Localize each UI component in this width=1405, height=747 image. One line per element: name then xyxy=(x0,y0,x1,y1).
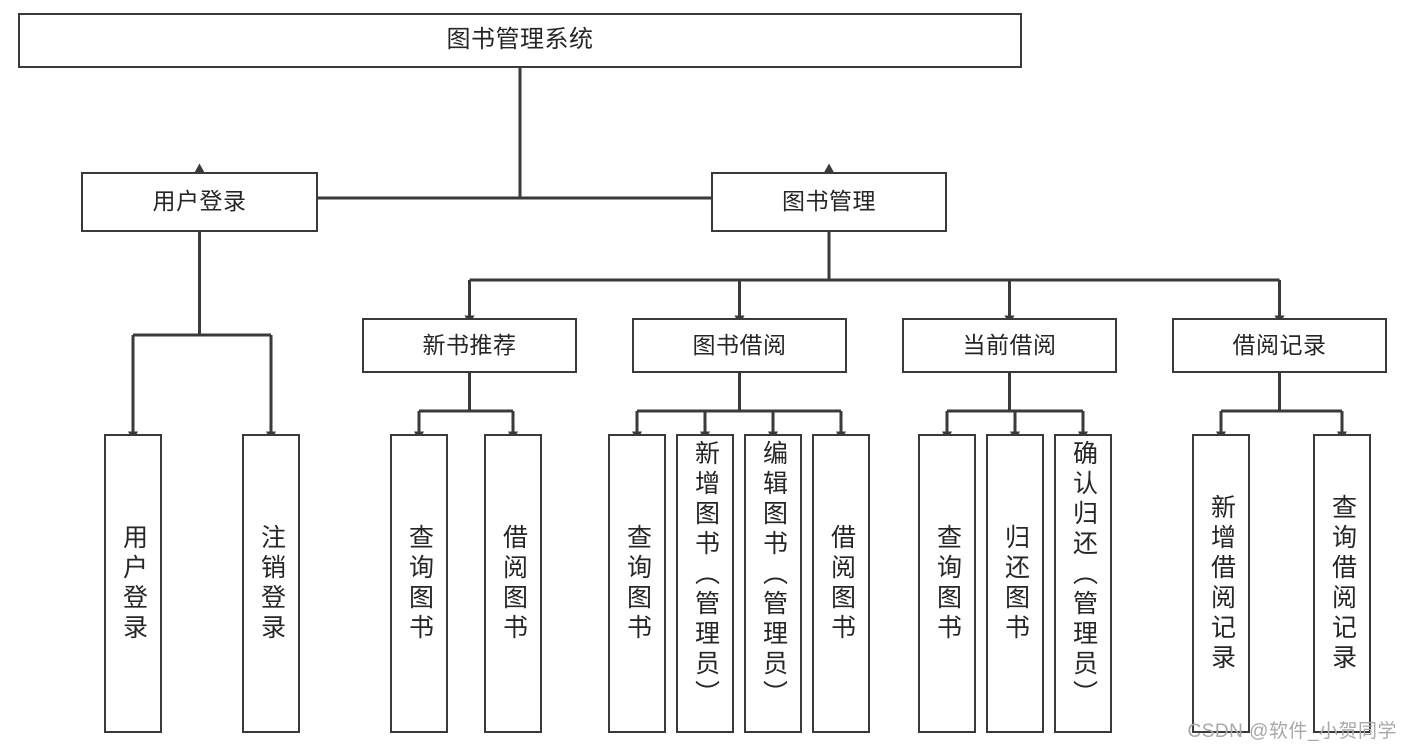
node-label: 新增图书（管理员） xyxy=(691,440,720,710)
node-leaf-user-logout[interactable]: 注销登录 xyxy=(242,434,300,733)
node-label: 查询图书 xyxy=(933,523,962,644)
node-label: 查询借阅记录 xyxy=(1328,493,1357,674)
node-leaf-borrow-query-book[interactable]: 查询图书 xyxy=(608,434,666,733)
node-label: 图书管理系统 xyxy=(446,26,594,54)
node-label: 确认归还（管理员） xyxy=(1069,440,1098,710)
node-label: 归还图书 xyxy=(1001,523,1030,644)
node-label: 用户登录 xyxy=(152,188,247,215)
node-book-manage[interactable]: 图书管理 xyxy=(711,172,947,232)
node-label: 借阅图书 xyxy=(499,523,528,644)
node-label: 新增借阅记录 xyxy=(1207,493,1236,674)
node-book-borrow[interactable]: 图书借阅 xyxy=(632,318,847,373)
node-user-login[interactable]: 用户登录 xyxy=(81,172,318,232)
node-leaf-cur-query-book[interactable]: 查询图书 xyxy=(918,434,976,733)
node-leaf-query-borrow-record[interactable]: 查询借阅记录 xyxy=(1313,434,1371,733)
node-label: 查询图书 xyxy=(623,523,652,644)
node-label: 查询图书 xyxy=(405,523,434,644)
csdn-watermark: CSDN @软件_小贺同学 xyxy=(1187,721,1397,742)
node-leaf-add-book-admin[interactable]: 新增图书（管理员） xyxy=(676,434,734,733)
node-leaf-confirm-return-admin[interactable]: 确认归还（管理员） xyxy=(1054,434,1112,733)
node-label: 图书管理 xyxy=(782,188,876,215)
node-leaf-rec-query-book[interactable]: 查询图书 xyxy=(390,434,448,733)
node-leaf-add-borrow-record[interactable]: 新增借阅记录 xyxy=(1192,434,1250,733)
node-current-borrow[interactable]: 当前借阅 xyxy=(902,318,1117,373)
node-label: 注销登录 xyxy=(257,523,286,644)
node-leaf-user-login[interactable]: 用户登录 xyxy=(104,434,162,733)
node-leaf-edit-book-admin[interactable]: 编辑图书（管理员） xyxy=(744,434,802,733)
node-leaf-borrow-book[interactable]: 借阅图书 xyxy=(812,434,870,733)
node-label: 借阅记录 xyxy=(1232,331,1327,358)
node-label: 当前借阅 xyxy=(962,331,1057,358)
node-root[interactable]: 图书管理系统 xyxy=(18,13,1022,68)
node-label: 编辑图书（管理员） xyxy=(759,440,788,710)
node-label: 图书借阅 xyxy=(692,331,787,358)
node-label: 新书推荐 xyxy=(422,331,517,358)
node-leaf-rec-borrow-book[interactable]: 借阅图书 xyxy=(484,434,542,733)
node-leaf-return-book[interactable]: 归还图书 xyxy=(986,434,1044,733)
node-label: 借阅图书 xyxy=(827,523,856,644)
node-borrow-record[interactable]: 借阅记录 xyxy=(1172,318,1387,373)
node-label: 用户登录 xyxy=(119,523,148,644)
node-new-book-recommend[interactable]: 新书推荐 xyxy=(362,318,577,373)
